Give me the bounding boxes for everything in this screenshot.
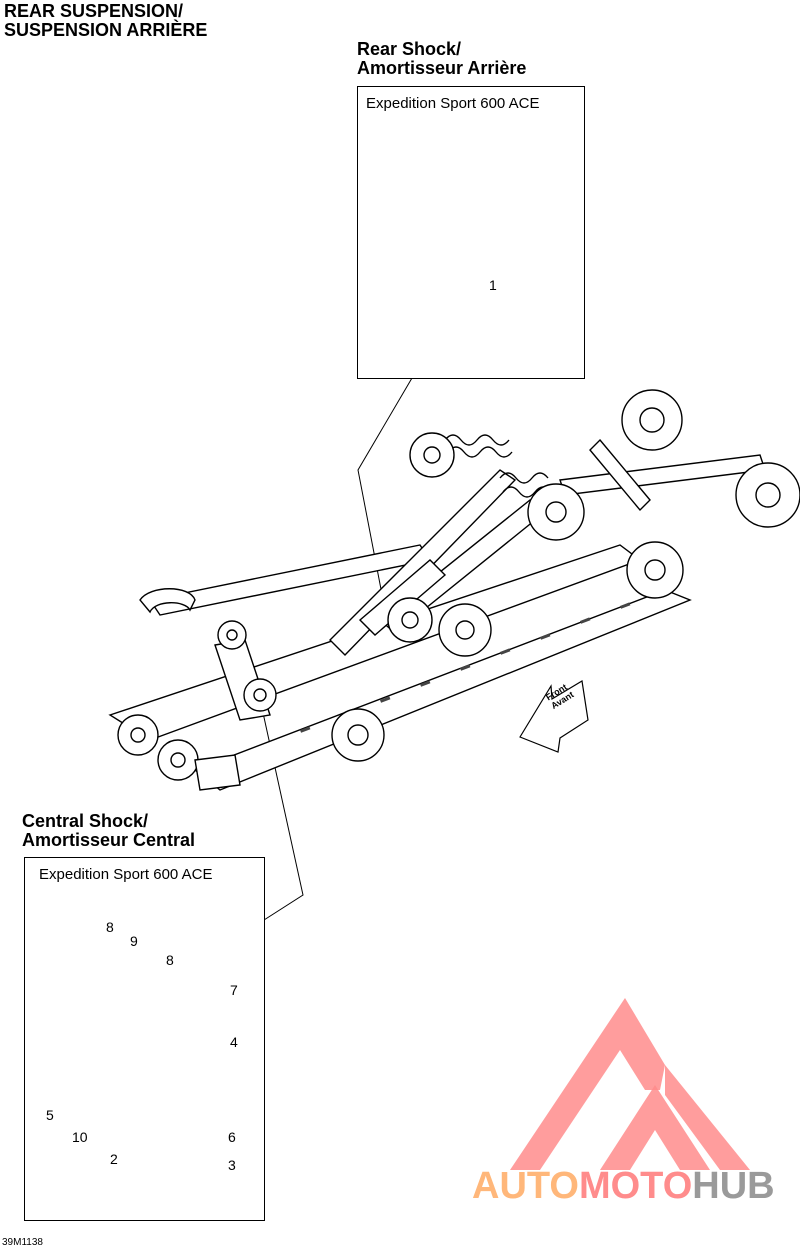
- suspension-assembly: [108, 389, 800, 791]
- rear-shock-box: Expedition Sport 600 ACE: [357, 86, 585, 379]
- callout-6: 6: [228, 1129, 236, 1145]
- callout-10: 10: [72, 1129, 88, 1145]
- rail-slots: [300, 602, 631, 733]
- central-shock-box: Expedition Sport 600 ACE: [24, 857, 265, 1221]
- callout-3: 3: [228, 1157, 236, 1173]
- rear-cross: [589, 438, 651, 512]
- page-title-line1: REAR SUSPENSION/: [4, 1, 184, 21]
- rear-arm: [559, 454, 766, 496]
- page-title: REAR SUSPENSION/ SUSPENSION ARRIÈRE: [4, 2, 207, 40]
- page-title-line2: SUSPENSION ARRIÈRE: [4, 20, 208, 40]
- rear-shock-heading-line2: Amortisseur Arrière: [357, 58, 527, 78]
- callout-8-lower: 8: [166, 952, 174, 968]
- front-loop: [139, 588, 196, 614]
- callout-1: 1: [489, 277, 497, 293]
- central-shock-model: Expedition Sport 600 ACE: [39, 866, 213, 883]
- watermark-text-hub: HUB: [692, 1165, 775, 1207]
- watermark-logo-icon: [510, 998, 750, 1170]
- callout-5: 5: [46, 1107, 54, 1123]
- central-shock-heading-line2: Amortisseur Central: [22, 830, 196, 850]
- watermark-text: AUTOMOTOHUB: [472, 1165, 775, 1208]
- part-code: 39M1138: [2, 1237, 43, 1248]
- watermark-text-auto: AUTO: [472, 1165, 579, 1207]
- callout-9: 9: [130, 933, 138, 949]
- callout-4: 4: [230, 1034, 238, 1050]
- front-bracket: [194, 754, 241, 791]
- callout-2: 2: [110, 1151, 118, 1167]
- rear-shock-heading-line1: Rear Shock/: [357, 39, 462, 59]
- assembly-rear-shock: [358, 559, 447, 636]
- idler-wheels: [117, 389, 800, 781]
- callout-7: 7: [230, 982, 238, 998]
- front-arrow-shape: [519, 680, 589, 753]
- watermark-text-moto: MOTO: [578, 1165, 693, 1207]
- rear-shock-model: Expedition Sport 600 ACE: [366, 95, 540, 112]
- front-arrow: [519, 680, 589, 753]
- central-shock-heading: Central Shock/ Amortisseur Central: [22, 812, 195, 850]
- callout-8-upper: 8: [106, 919, 114, 935]
- rear-shock-heading: Rear Shock/ Amortisseur Arrière: [357, 40, 526, 78]
- central-shock-heading-line1: Central Shock/: [22, 811, 149, 831]
- torsion-springs: [444, 434, 552, 498]
